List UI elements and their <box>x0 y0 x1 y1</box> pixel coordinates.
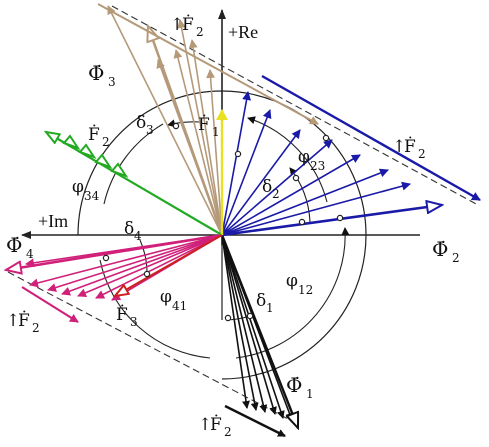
force1-label: Ḟ 1 <box>198 114 220 139</box>
svg-text:2: 2 <box>196 25 204 39</box>
flux3-phasor-group <box>107 5 224 236</box>
svg-text:2: 2 <box>272 187 280 201</box>
angle-arc-41 <box>99 259 211 359</box>
angle-arc-23 <box>247 116 328 203</box>
dashed-line-bottom <box>7 271 291 421</box>
svg-text:Ḟ: Ḟ <box>88 124 100 145</box>
svg-text:↑: ↑ <box>392 137 406 157</box>
angle-phi41-label: φ 41 <box>160 287 187 313</box>
flux1-phasor-group <box>220 234 300 428</box>
force2-label-green: Ḟ 2 <box>88 124 110 149</box>
flux4-phasor-group <box>6 233 223 301</box>
svg-text:2: 2 <box>102 135 110 149</box>
flux2-label: Φ̇ 2 <box>432 237 460 265</box>
svg-text:φ: φ <box>72 177 84 197</box>
svg-text:4: 4 <box>134 229 142 243</box>
svg-text:↑: ↑ <box>170 15 184 35</box>
svg-text:φ: φ <box>286 271 298 291</box>
svg-text:↑: ↑ <box>6 311 20 331</box>
force2-label-bottom: ↑ Ḟ 2 <box>198 414 232 439</box>
force2-arrow-right <box>261 74 481 202</box>
force2-label-top: ↑ Ḟ 2 <box>170 14 204 39</box>
svg-text:3: 3 <box>130 315 138 329</box>
angle-phi34-label: φ 34 <box>72 177 100 203</box>
force2-green-ticks <box>62 134 129 178</box>
dashed-line-top <box>111 5 479 206</box>
svg-text:12: 12 <box>298 283 313 297</box>
force2-arrow-bottom <box>224 404 286 438</box>
svg-text:1: 1 <box>306 387 314 401</box>
svg-text:Ḟ: Ḟ <box>18 310 30 331</box>
svg-text:↑: ↑ <box>198 415 212 435</box>
imaginary-axis-label: +Im <box>38 211 68 231</box>
real-axis-label: +Re <box>228 22 258 42</box>
svg-text:δ: δ <box>124 219 134 239</box>
svg-text:41: 41 <box>172 299 187 313</box>
angle-arc-34 <box>103 123 164 205</box>
force2-arrow-left <box>21 286 79 323</box>
force2-arrow-top <box>97 3 319 125</box>
svg-text:δ: δ <box>262 177 272 197</box>
svg-text:34: 34 <box>84 189 100 203</box>
force2-green-phasor <box>46 132 223 236</box>
svg-text:Φ̇: Φ̇ <box>6 233 22 257</box>
force2-label-right: ↑ Ḟ 2 <box>392 136 426 161</box>
flux4-label: Φ̇ 4 <box>6 233 34 261</box>
svg-text:φ: φ <box>160 287 172 307</box>
force3-red-phasor <box>115 234 223 296</box>
svg-text:1: 1 <box>266 301 274 315</box>
arc-intersection-markers <box>102 122 344 322</box>
svg-text:Ḟ: Ḟ <box>404 136 416 157</box>
svg-text:Ḟ: Ḟ <box>116 304 128 325</box>
svg-text:2: 2 <box>32 321 40 335</box>
force3-label: Ḟ 3 <box>116 304 138 329</box>
angle-phi23-label: φ 23 <box>298 147 325 173</box>
angle-arc-outer <box>77 90 367 380</box>
angle-delta1-label: δ 1 <box>256 291 274 315</box>
svg-text:Φ̇: Φ̇ <box>286 373 302 397</box>
svg-text:Ḟ: Ḟ <box>210 414 222 435</box>
svg-text:φ: φ <box>298 147 310 167</box>
svg-text:4: 4 <box>26 247 34 261</box>
angle-phi12-label: φ 12 <box>286 271 313 297</box>
angle-delta4-label: δ 4 <box>124 219 142 243</box>
svg-text:Ḟ: Ḟ <box>198 114 210 135</box>
flux2-phasor-group <box>221 91 442 237</box>
svg-text:23: 23 <box>310 159 325 173</box>
svg-text:2: 2 <box>452 251 460 265</box>
svg-text:2: 2 <box>418 147 426 161</box>
svg-text:Φ̇: Φ̇ <box>88 61 104 85</box>
svg-text:δ: δ <box>136 113 146 133</box>
svg-text:3: 3 <box>108 75 116 89</box>
angle-delta3-label: δ 3 <box>136 113 154 137</box>
flux1-label: Φ̇ 1 <box>286 373 314 401</box>
angle-delta2-label: δ 2 <box>262 177 280 201</box>
svg-text:2: 2 <box>224 425 232 439</box>
svg-text:1: 1 <box>212 125 220 139</box>
flux3-label: Φ̇ 3 <box>88 61 116 89</box>
svg-text:3: 3 <box>146 123 154 137</box>
angle-arc-delta2 <box>289 167 311 223</box>
svg-text:δ: δ <box>256 291 266 311</box>
svg-text:Φ̇: Φ̇ <box>432 237 448 261</box>
force2-label-left: ↑ Ḟ 2 <box>6 310 40 335</box>
svg-text:Ḟ: Ḟ <box>182 14 194 35</box>
